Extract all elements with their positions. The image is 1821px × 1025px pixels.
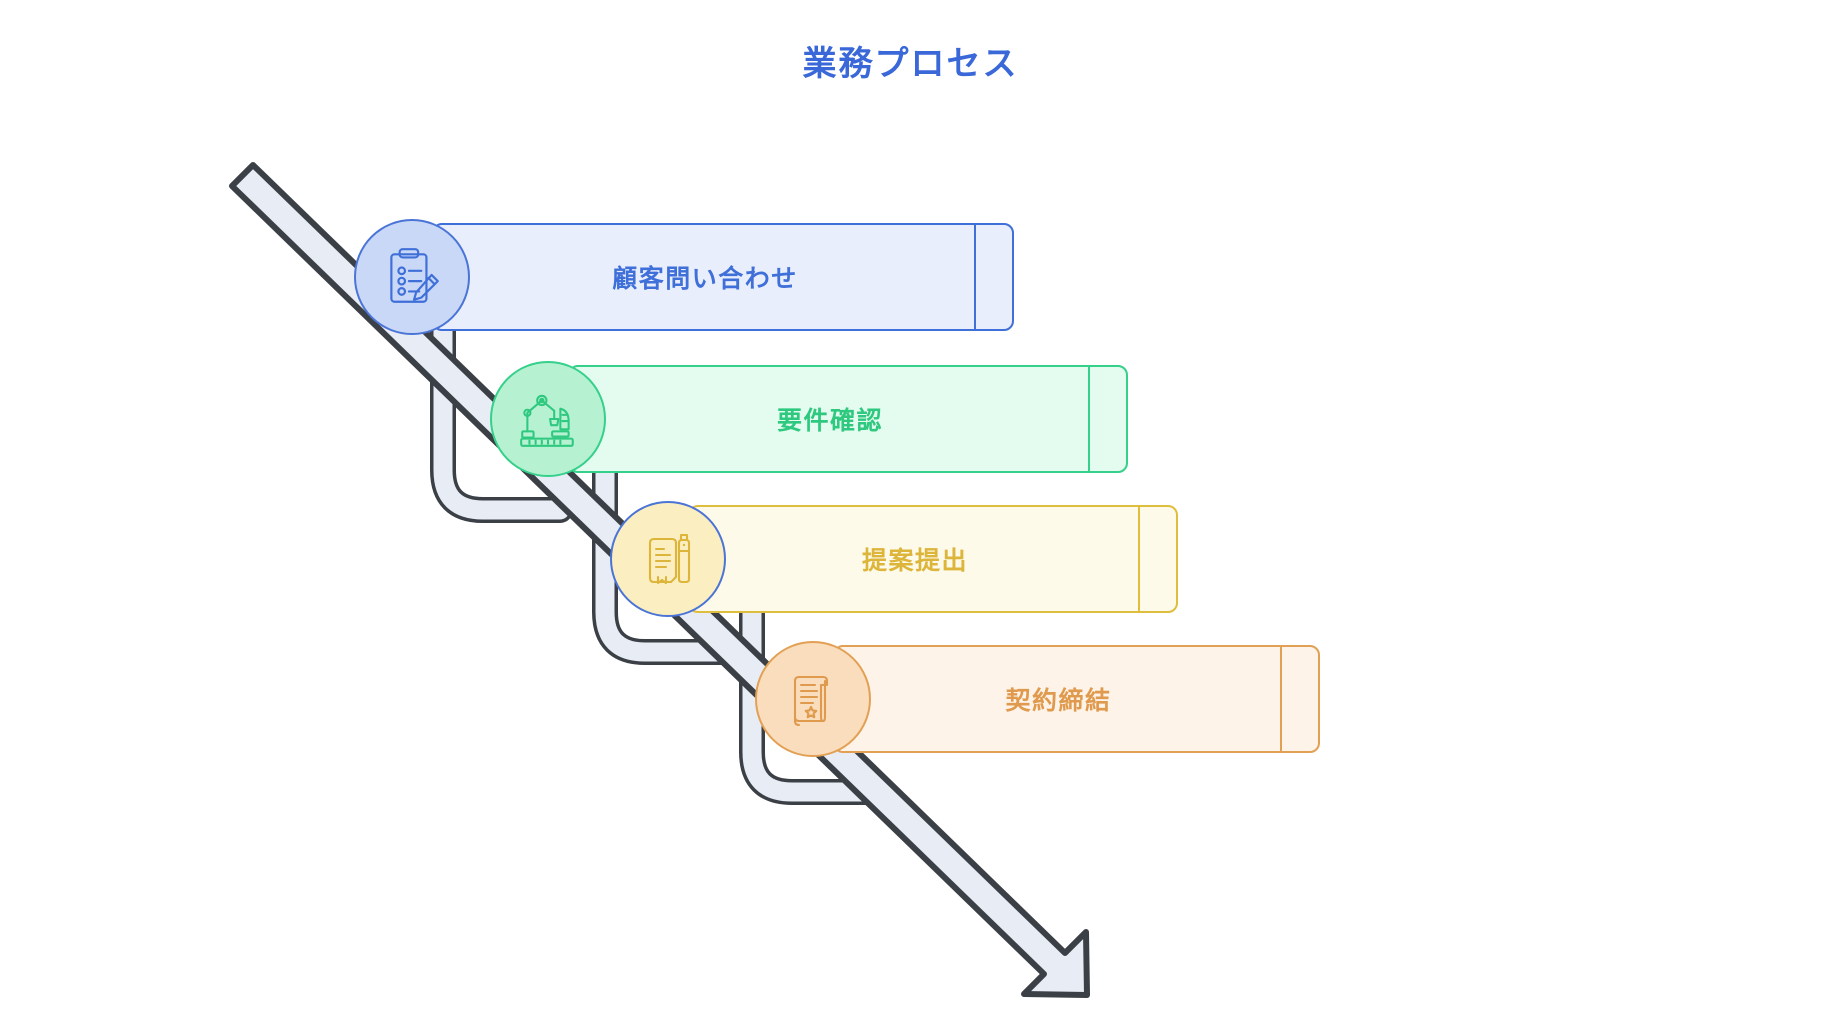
document-proposal-icon — [636, 527, 700, 591]
contract-scroll-seal-icon — [781, 667, 845, 731]
step-4-badge[interactable] — [755, 641, 871, 757]
process-step-4[interactable]: 契約締結 — [755, 641, 1320, 757]
step-1-bar[interactable]: 顧客問い合わせ — [432, 223, 1014, 331]
step-3-end-cap — [1137, 507, 1140, 611]
step-2-label: 要件確認 — [776, 407, 883, 435]
step-1-end-cap — [973, 225, 976, 329]
elbow-connector-2 — [595, 462, 732, 662]
step-3-bar[interactable]: 提案提出 — [688, 505, 1178, 613]
process-step-1[interactable]: 顧客問い合わせ — [354, 219, 1014, 335]
page-title: 業務プロセス — [802, 45, 1019, 83]
process-step-2[interactable]: 要件確認 — [490, 361, 1128, 477]
step-3-badge[interactable] — [610, 501, 726, 617]
elbow-connector-1 — [433, 320, 570, 520]
step-4-bar[interactable]: 契約締結 — [833, 645, 1320, 753]
step-2-end-cap — [1087, 367, 1090, 471]
clipboard-checklist-pencil-icon — [379, 244, 445, 310]
robot-arm-icon — [515, 386, 581, 452]
step-1-badge[interactable] — [354, 219, 470, 335]
step-4-end-cap — [1279, 647, 1282, 751]
process-step-3[interactable]: 提案提出 — [610, 501, 1178, 617]
step-2-bar[interactable]: 要件確認 — [568, 365, 1128, 473]
step-2-badge[interactable] — [490, 361, 606, 477]
step-3-label: 提案提出 — [861, 547, 968, 575]
elbow-connector-3 — [742, 602, 879, 802]
step-1-label: 顧客問い合わせ — [612, 265, 798, 293]
step-4-label: 契約締結 — [1005, 687, 1112, 715]
